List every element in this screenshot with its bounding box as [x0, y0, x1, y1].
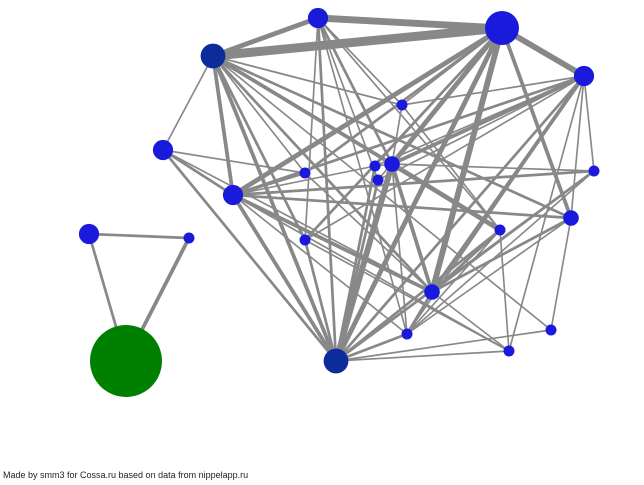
node-n17	[401, 328, 413, 340]
edge-n2-n19	[333, 25, 505, 364]
edge-n19-n17	[334, 332, 409, 363]
edge-n1-n5	[317, 17, 403, 106]
edge-n3-n2	[208, 23, 507, 61]
edge-n21-n22	[87, 232, 191, 240]
edge-n6-n12	[391, 163, 595, 172]
edge-n7-n16	[162, 149, 433, 293]
edge-n2-n16	[429, 25, 505, 295]
edge-n7-n8	[162, 149, 306, 174]
edge-n10-n19	[231, 193, 338, 363]
node-n22	[183, 232, 195, 244]
node-n19	[323, 348, 349, 374]
credit-text: Made by smm3 for Cossa.ru based on data …	[3, 470, 249, 480]
edge-n12-n16	[431, 170, 595, 293]
node-n13	[563, 210, 579, 226]
edge-n12-n17	[406, 170, 595, 335]
node-n11	[369, 160, 381, 172]
edge-n20-n10	[232, 194, 510, 352]
node-n2	[485, 11, 519, 45]
node-n10	[222, 184, 244, 206]
node-n23	[90, 325, 162, 397]
edge-n1-n17	[317, 17, 408, 335]
edge-n18-n3	[212, 55, 552, 331]
edge-n3-n6	[211, 54, 394, 166]
edge-n10-n17	[232, 194, 408, 335]
edge-n4-n10	[231, 74, 586, 197]
edge-n2-n13	[500, 26, 573, 220]
edge-n1-n9	[317, 17, 379, 181]
edge-n2-n10	[230, 25, 505, 198]
edge-n8-n3	[212, 55, 306, 174]
edge-n11-n4	[374, 75, 585, 167]
node-n6	[384, 156, 400, 172]
edge-n3-n16	[211, 54, 434, 294]
edge-n16-n17	[405, 290, 434, 336]
node-layer	[78, 7, 600, 397]
edge-n15-n5	[401, 104, 501, 231]
node-n20	[503, 345, 515, 357]
node-n15	[494, 224, 506, 236]
edge-n1-n2	[314, 14, 506, 32]
node-n7	[152, 139, 174, 161]
node-n12	[588, 165, 600, 177]
edge-n3-n14	[211, 54, 307, 242]
edge-n5-n2	[401, 27, 503, 106]
edge-n13-n17	[406, 217, 572, 335]
edge-n4-n13	[570, 75, 585, 219]
edge-n15-n1	[317, 17, 501, 231]
edge-n10-n11	[232, 165, 376, 196]
edge-n3-n5	[212, 55, 403, 106]
edge-n3-n1	[210, 15, 321, 59]
edge-n15-n20	[499, 229, 510, 352]
edge-n11-n2	[374, 27, 503, 167]
edge-n5-n6	[391, 104, 403, 165]
edge-n10-n12	[231, 169, 596, 197]
edge-n19-n9	[334, 178, 380, 363]
edge-n4-n5	[401, 75, 585, 106]
edge-n18-n19	[335, 329, 552, 362]
node-n5	[396, 99, 408, 111]
edge-n15-n17	[406, 229, 501, 335]
edge-n19-n7	[161, 148, 338, 363]
node-n4	[573, 65, 595, 87]
edge-n7-n3	[162, 55, 214, 151]
edge-n9-n4	[377, 75, 585, 181]
edge-n20-n19	[335, 350, 510, 362]
node-n9	[372, 174, 384, 186]
edge-n6-n17	[391, 163, 408, 335]
node-n3	[200, 43, 226, 69]
edge-n2-n9	[377, 27, 503, 181]
edge-n7-n10	[161, 148, 235, 197]
edge-n19-n14	[303, 238, 338, 363]
edge-n6-n15	[389, 161, 503, 233]
edge-n3-n10	[211, 54, 235, 197]
node-n1	[307, 7, 329, 29]
node-n21	[78, 223, 100, 245]
node-n16	[424, 284, 440, 300]
edge-n10-n16	[231, 193, 434, 294]
edge-n12-n4	[583, 75, 595, 172]
edge-n6-n19	[333, 161, 395, 364]
edge-n4-n19	[334, 74, 586, 363]
node-n8	[299, 167, 311, 179]
edge-n14-n4	[304, 75, 585, 241]
edge-n3-n13	[211, 54, 573, 220]
edge-n8-n16	[304, 172, 433, 293]
edge-n19-n15	[334, 228, 502, 363]
edge-n13-n18	[550, 217, 572, 331]
edge-n1-n14	[304, 17, 319, 241]
edge-n1-n19	[316, 16, 338, 363]
edge-n10-n13	[231, 193, 573, 220]
edge-n1-n6	[316, 16, 394, 166]
node-n18	[545, 324, 557, 336]
edge-layer	[87, 14, 596, 364]
node-n14	[299, 234, 311, 246]
